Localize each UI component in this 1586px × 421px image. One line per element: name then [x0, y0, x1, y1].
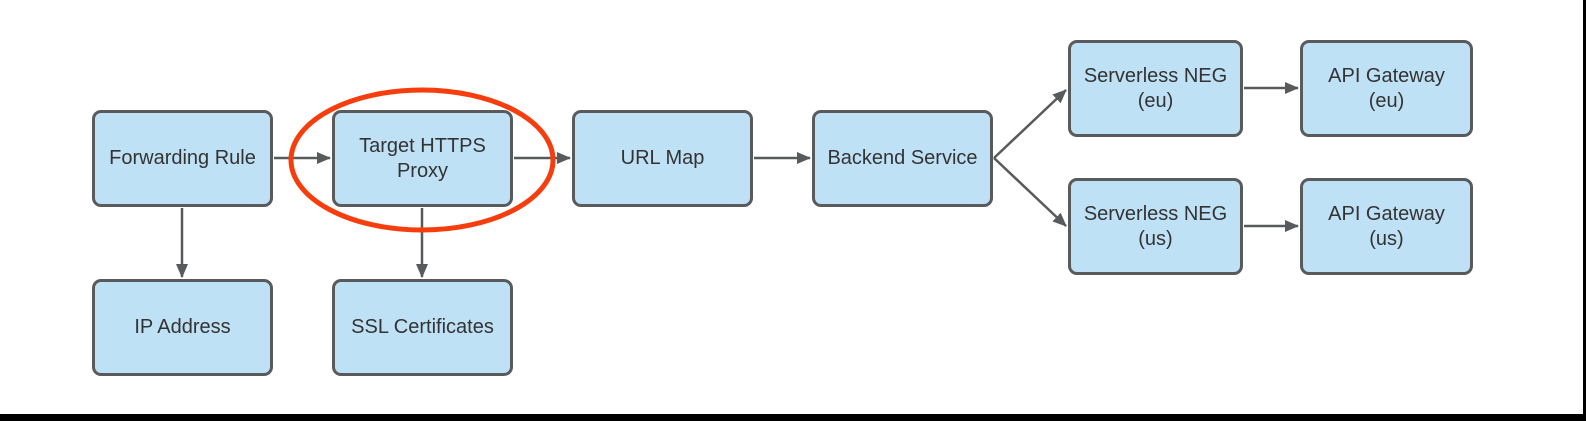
node-ip-address: IP Address [92, 279, 273, 376]
node-label: Forwarding Rule [109, 147, 256, 170]
node-label: URL Map [620, 147, 705, 170]
node-label: (us) [1138, 227, 1173, 250]
node-forwarding-rule: Forwarding Rule [92, 110, 273, 207]
node-url-map: URL Map [572, 110, 753, 207]
node-label: SSL Certificates [351, 316, 494, 339]
node-label: Serverless NEG [1083, 203, 1228, 226]
arrow-backend-service-to-serverless-neg-us [993, 157, 1067, 227]
node-backend-service: Backend Service [812, 110, 993, 207]
node-label: Backend Service [827, 147, 978, 170]
node-label: (us) [1369, 227, 1404, 250]
node-label: (eu) [1368, 89, 1405, 112]
node-target-https-proxy: Target HTTPS Proxy [332, 110, 513, 207]
node-api-gateway-us: API Gateway (us) [1300, 178, 1473, 275]
node-ssl-certificates: SSL Certificates [332, 279, 513, 376]
arrow-backend-service-to-serverless-neg-eu [993, 89, 1067, 159]
node-label: (eu) [1137, 89, 1174, 112]
frame-right-border [1583, 0, 1586, 421]
node-label: API Gateway [1328, 65, 1445, 88]
node-serverless-neg-us: Serverless NEG (us) [1068, 178, 1243, 275]
frame-bottom-border [0, 414, 1586, 421]
node-label: Serverless NEG [1083, 65, 1228, 88]
node-label: API Gateway [1328, 203, 1445, 226]
node-label: Proxy [396, 159, 449, 182]
node-serverless-neg-eu: Serverless NEG (eu) [1068, 40, 1243, 137]
node-label: IP Address [134, 316, 231, 339]
node-api-gateway-eu: API Gateway (eu) [1300, 40, 1473, 137]
node-label: Target HTTPS [359, 135, 486, 158]
